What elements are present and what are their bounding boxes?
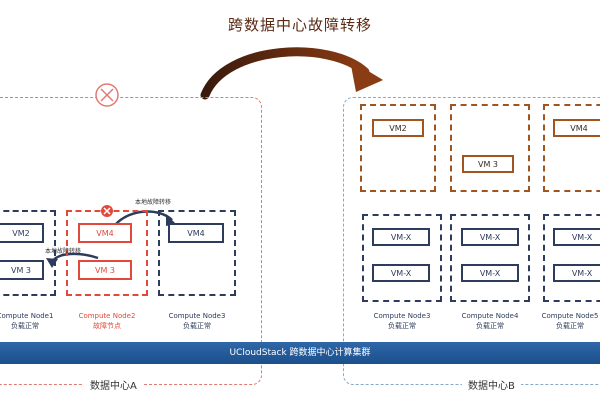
- cluster-bar: UCloudStack 跨数据中心计算集群: [0, 342, 600, 364]
- node-status: 负载正常: [476, 322, 504, 330]
- local-failover-label: 本地故障转移: [45, 248, 82, 255]
- compute-node3-box: [362, 214, 442, 302]
- vm-box: VM-X: [372, 264, 430, 282]
- migrated-node-box: [543, 104, 600, 192]
- datacenter-b-label: 数据中心B: [462, 377, 521, 392]
- local-failover-label: 本地故障转移: [135, 199, 172, 206]
- vm-box: VM4: [78, 223, 132, 243]
- node-status: 负载正常: [388, 322, 416, 330]
- vm-box: VM2: [0, 223, 44, 243]
- migrated-node-box: [360, 104, 436, 192]
- circle-x-icon: [94, 82, 120, 108]
- node-name: Compute Node2: [78, 312, 136, 320]
- vm-box: VM4: [168, 223, 224, 243]
- node-name: Compute Node3: [373, 312, 431, 320]
- compute-node3-box: [158, 210, 236, 296]
- node-status: 负载正常: [11, 322, 39, 330]
- node-status: 负载正常: [183, 322, 211, 330]
- node-name: Compute Node1: [0, 312, 54, 320]
- compute-node1-box: [0, 210, 56, 296]
- node-name: Compute Node5: [541, 312, 599, 320]
- vm-box: VM 3: [462, 155, 514, 173]
- vm-box: VM-X: [553, 264, 600, 282]
- node-status: 负载正常: [556, 322, 584, 330]
- node-status: 故障节点: [93, 322, 121, 330]
- node-name: Compute Node4: [461, 312, 519, 320]
- migrated-node-box: [450, 104, 530, 192]
- vm-box: VM-X: [553, 228, 600, 246]
- compute-node5-box: [543, 214, 600, 302]
- vm-box: VM4: [553, 119, 600, 137]
- datacenter-a-label: 数据中心A: [84, 377, 143, 392]
- vm-box: VM 3: [78, 260, 132, 280]
- diagram-title: 跨数据中心故障转移: [227, 16, 372, 34]
- node-name: Compute Node3: [168, 312, 226, 320]
- vm-box: VM2: [372, 119, 424, 137]
- compute-node4-box: [450, 214, 530, 302]
- vm-box: VM-X: [461, 228, 519, 246]
- vm-box: VM-X: [461, 264, 519, 282]
- vm-box: VM-X: [372, 228, 430, 246]
- vm-box: VM 3: [0, 260, 44, 280]
- fault-x-icon: [100, 203, 114, 217]
